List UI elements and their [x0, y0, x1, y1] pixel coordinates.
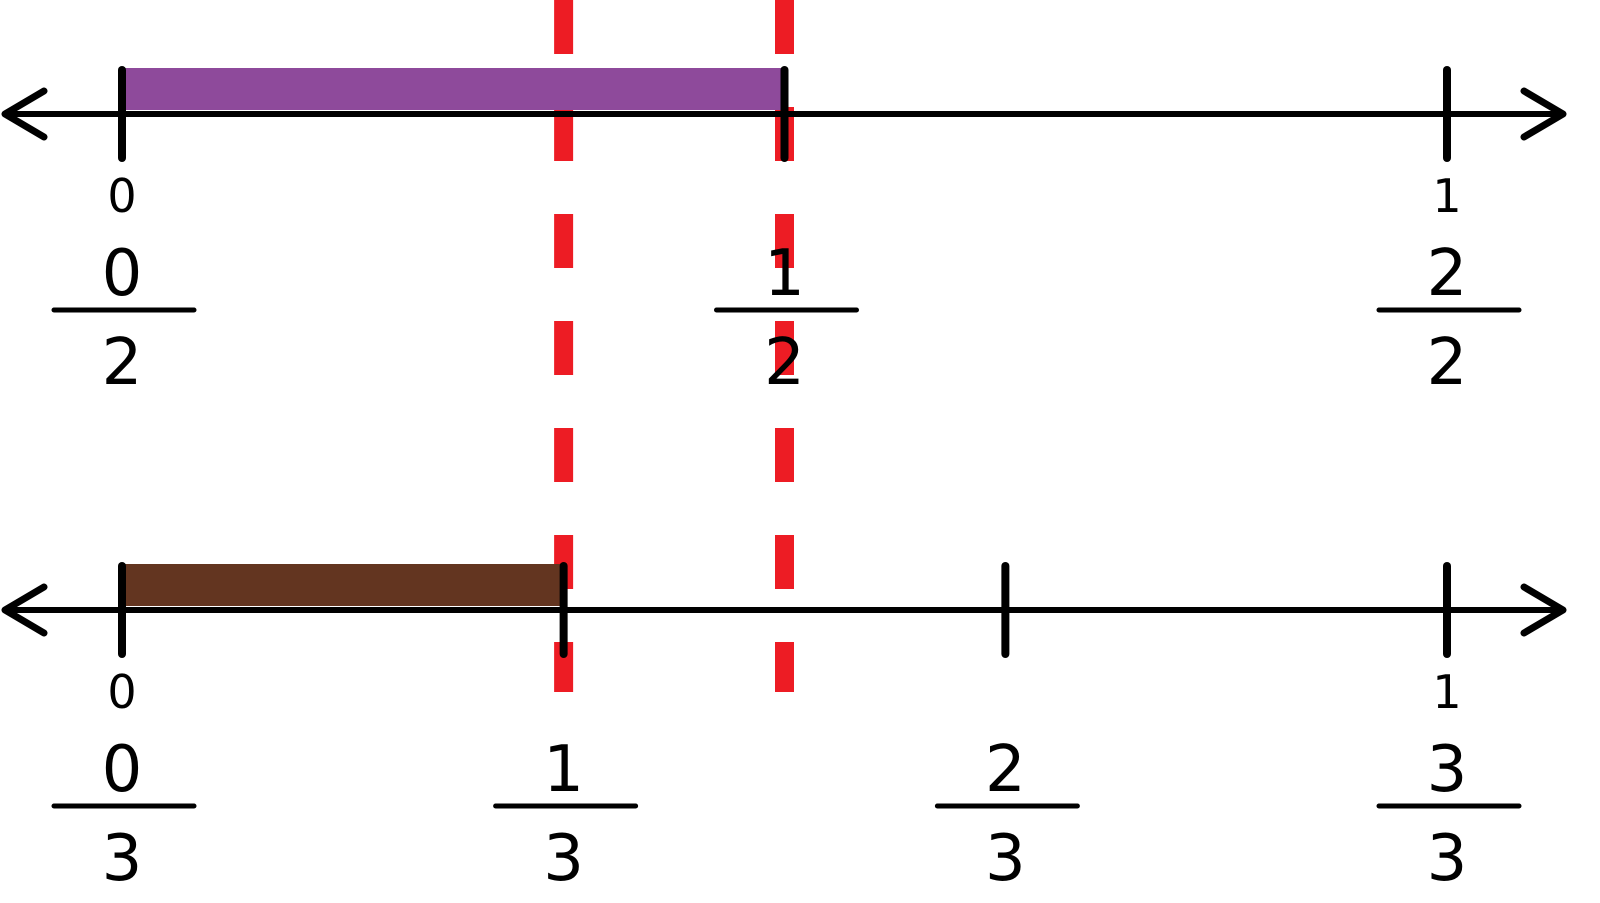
top-tick-2-denominator: 2	[1427, 326, 1468, 400]
bottom-tick-0-whole-label: 0	[107, 665, 136, 719]
bottom-ticks	[118, 562, 1451, 658]
bottom-tick-3-denominator: 3	[1427, 822, 1468, 896]
top-right-arrow-icon	[1520, 87, 1567, 141]
bottom-right-arrow-icon	[1520, 583, 1567, 637]
top-tick-1-numerator: 1	[764, 237, 805, 311]
bottom-number-line: 0 0 3 1 3 2 3 1 3 3	[1, 562, 1567, 896]
top-tick-2-numerator: 2	[1427, 237, 1468, 311]
bottom-tick-2-denominator: 3	[985, 822, 1026, 896]
top-number-line: 0 0 2 1 2 1 2 2	[1, 66, 1567, 400]
bottom-left-arrow-icon	[1, 583, 48, 637]
bottom-tick-0-denominator: 3	[102, 822, 143, 896]
top-ticks	[118, 66, 1451, 162]
bottom-tick-1-denominator: 3	[543, 822, 584, 896]
top-tick-0-denominator: 2	[102, 326, 143, 400]
top-shaded-bar	[122, 68, 785, 110]
top-tick-2-whole-label: 1	[1432, 169, 1461, 223]
top-tick-1-denominator: 2	[764, 326, 805, 400]
top-left-arrow-icon	[1, 87, 48, 141]
top-tick-0-numerator: 0	[102, 237, 143, 311]
bottom-tick-3-numerator: 3	[1427, 733, 1468, 807]
bottom-tick-2-numerator: 2	[985, 733, 1026, 807]
bottom-tick-3-whole-label: 1	[1432, 665, 1461, 719]
top-tick-0-whole-label: 0	[107, 169, 136, 223]
bottom-tick-0-numerator: 0	[102, 733, 143, 807]
bottom-shaded-bar	[122, 564, 564, 606]
bottom-tick-1-numerator: 1	[543, 733, 584, 807]
